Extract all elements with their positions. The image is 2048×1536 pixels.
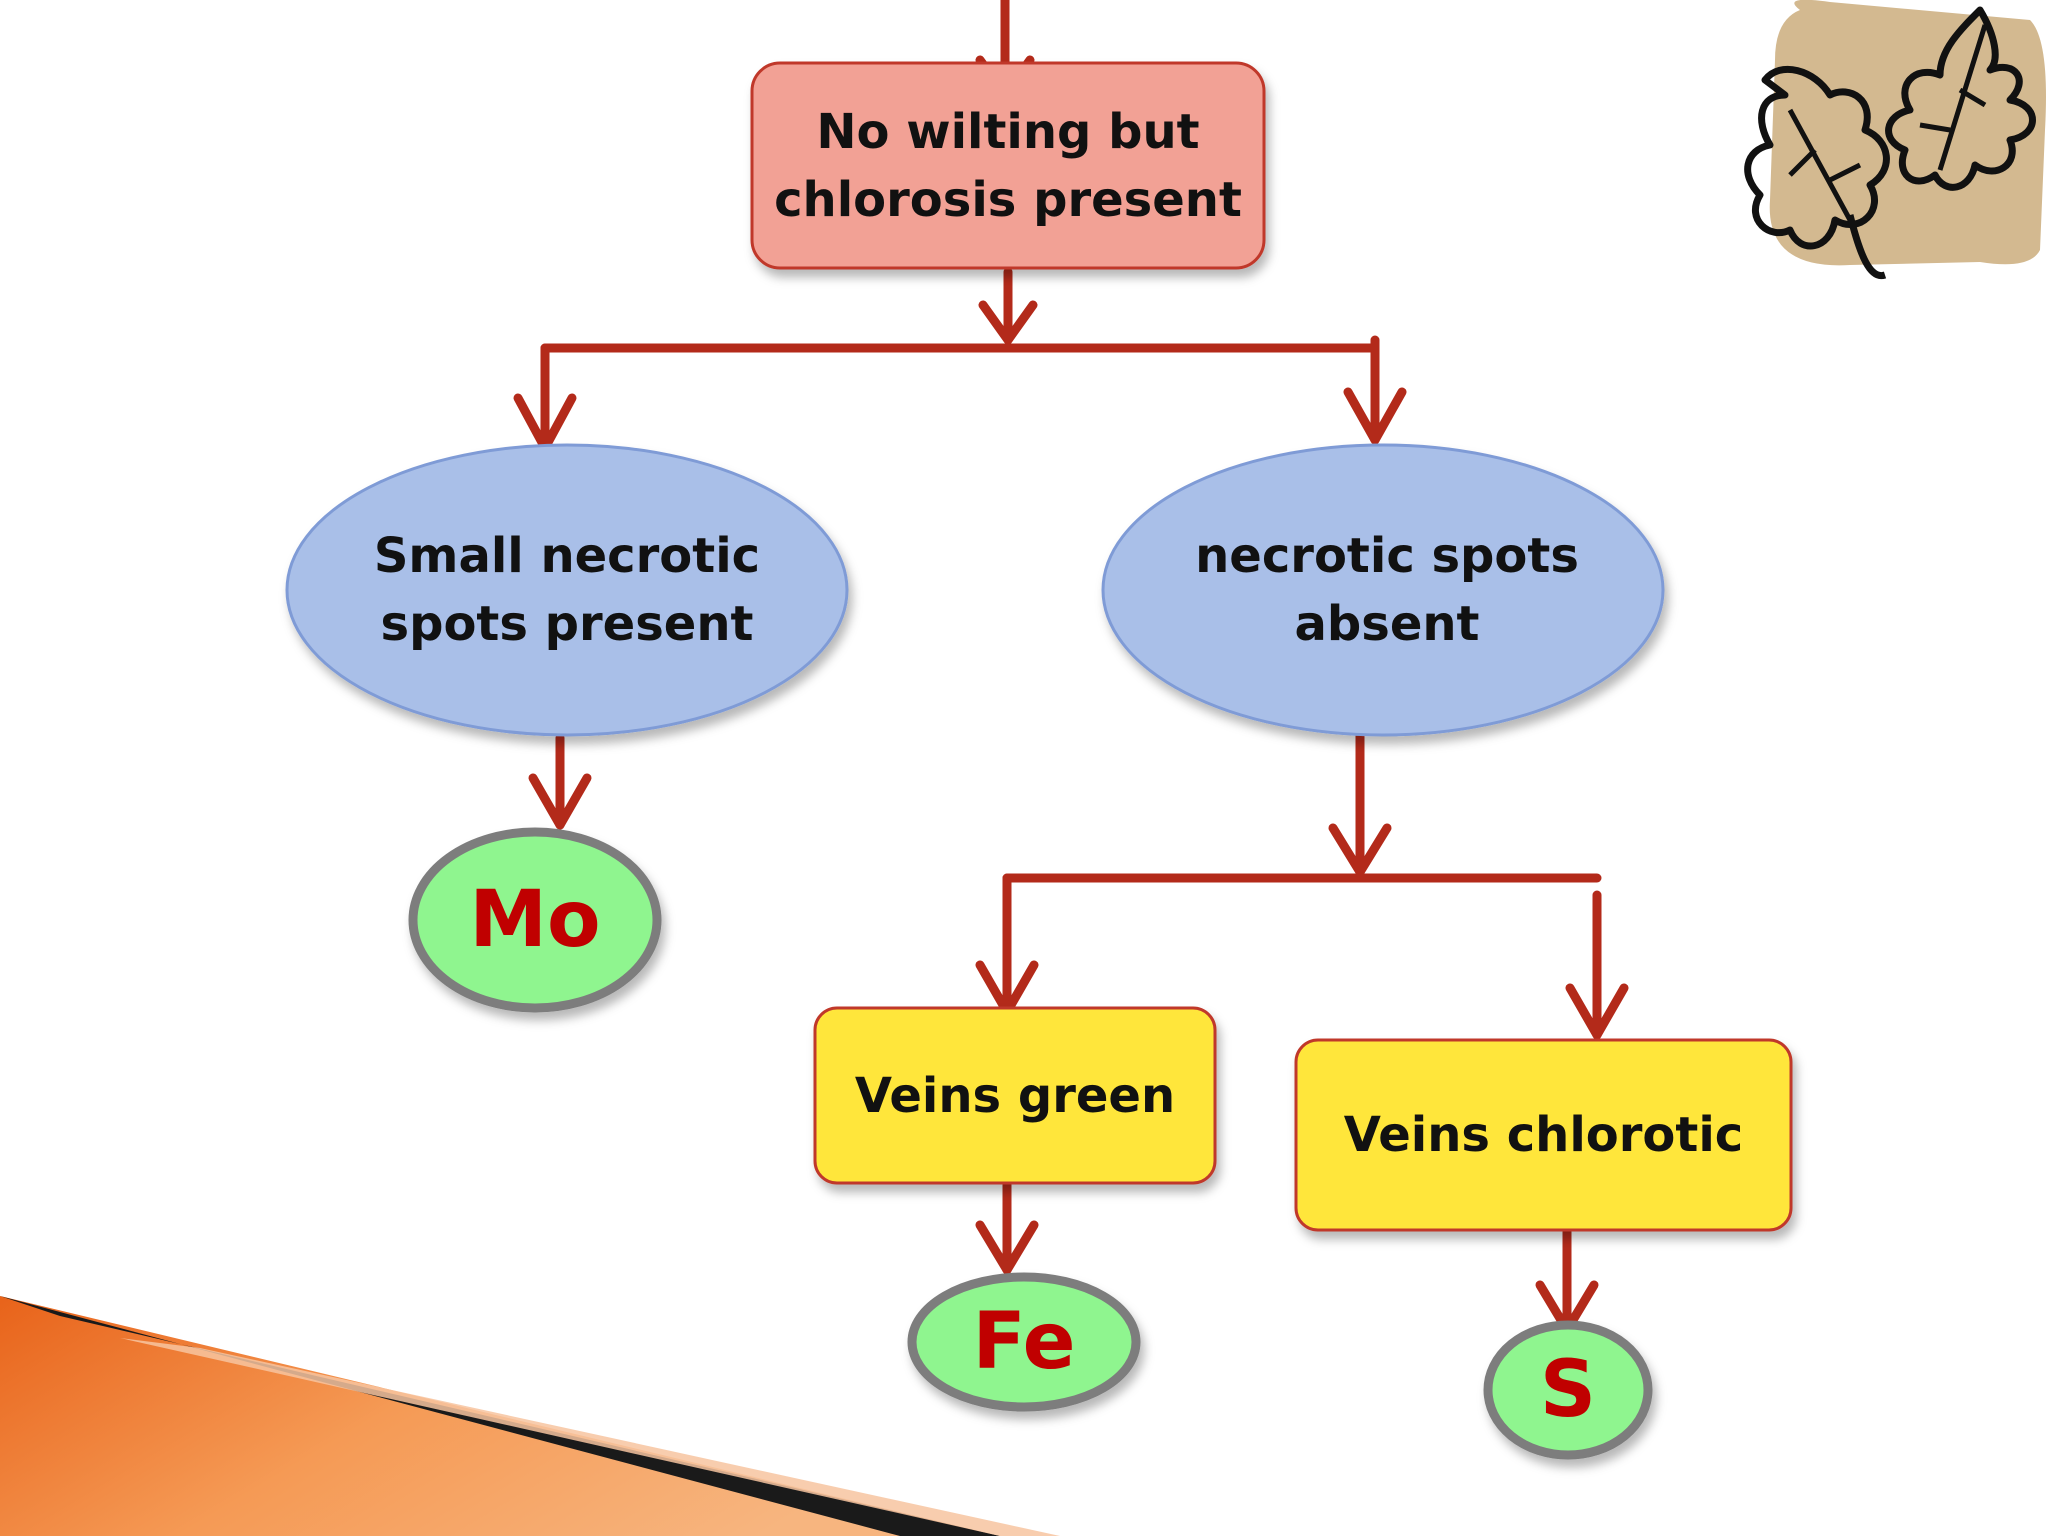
arrowhead-mo: [528, 773, 592, 830]
result-fe-circle: [907, 1272, 1141, 1412]
result-s-label: S: [1539, 1345, 1597, 1435]
result-mo-label: Mo: [469, 875, 601, 965]
result-s-circle: [1483, 1320, 1653, 1460]
root-box: [750, 61, 1266, 270]
veins-green-label: Veins green: [854, 1067, 1176, 1124]
arrowhead-right: [1343, 387, 1407, 445]
root-label: No wilting but chlorosis present: [774, 103, 1242, 228]
branch-left-ellipse: [285, 443, 849, 737]
arrowhead-fe: [975, 1220, 1039, 1275]
arrowhead-right-ellipse: [1328, 823, 1392, 877]
nodes: [285, 61, 1793, 1460]
veins-chlorotic-label: Veins chlorotic: [1343, 1107, 1744, 1163]
branch-right-ellipse: [1101, 443, 1665, 737]
decorative-swoosh: [0, 1296, 1060, 1536]
veins-chlorotic-box: [1294, 1038, 1793, 1232]
arrowhead-root-down: [978, 300, 1038, 345]
result-mo-circle: [408, 827, 662, 1013]
branch-right-label: necrotic spots absent: [1195, 528, 1579, 652]
leaves-clipart-icon: [1744, 0, 2046, 280]
result-fe-label: Fe: [972, 1297, 1076, 1387]
branch-left-label: Small necrotic spots present: [373, 528, 761, 652]
veins-green-box: [813, 1006, 1217, 1185]
arrowhead-veins-chlorotic: [1565, 983, 1629, 1040]
